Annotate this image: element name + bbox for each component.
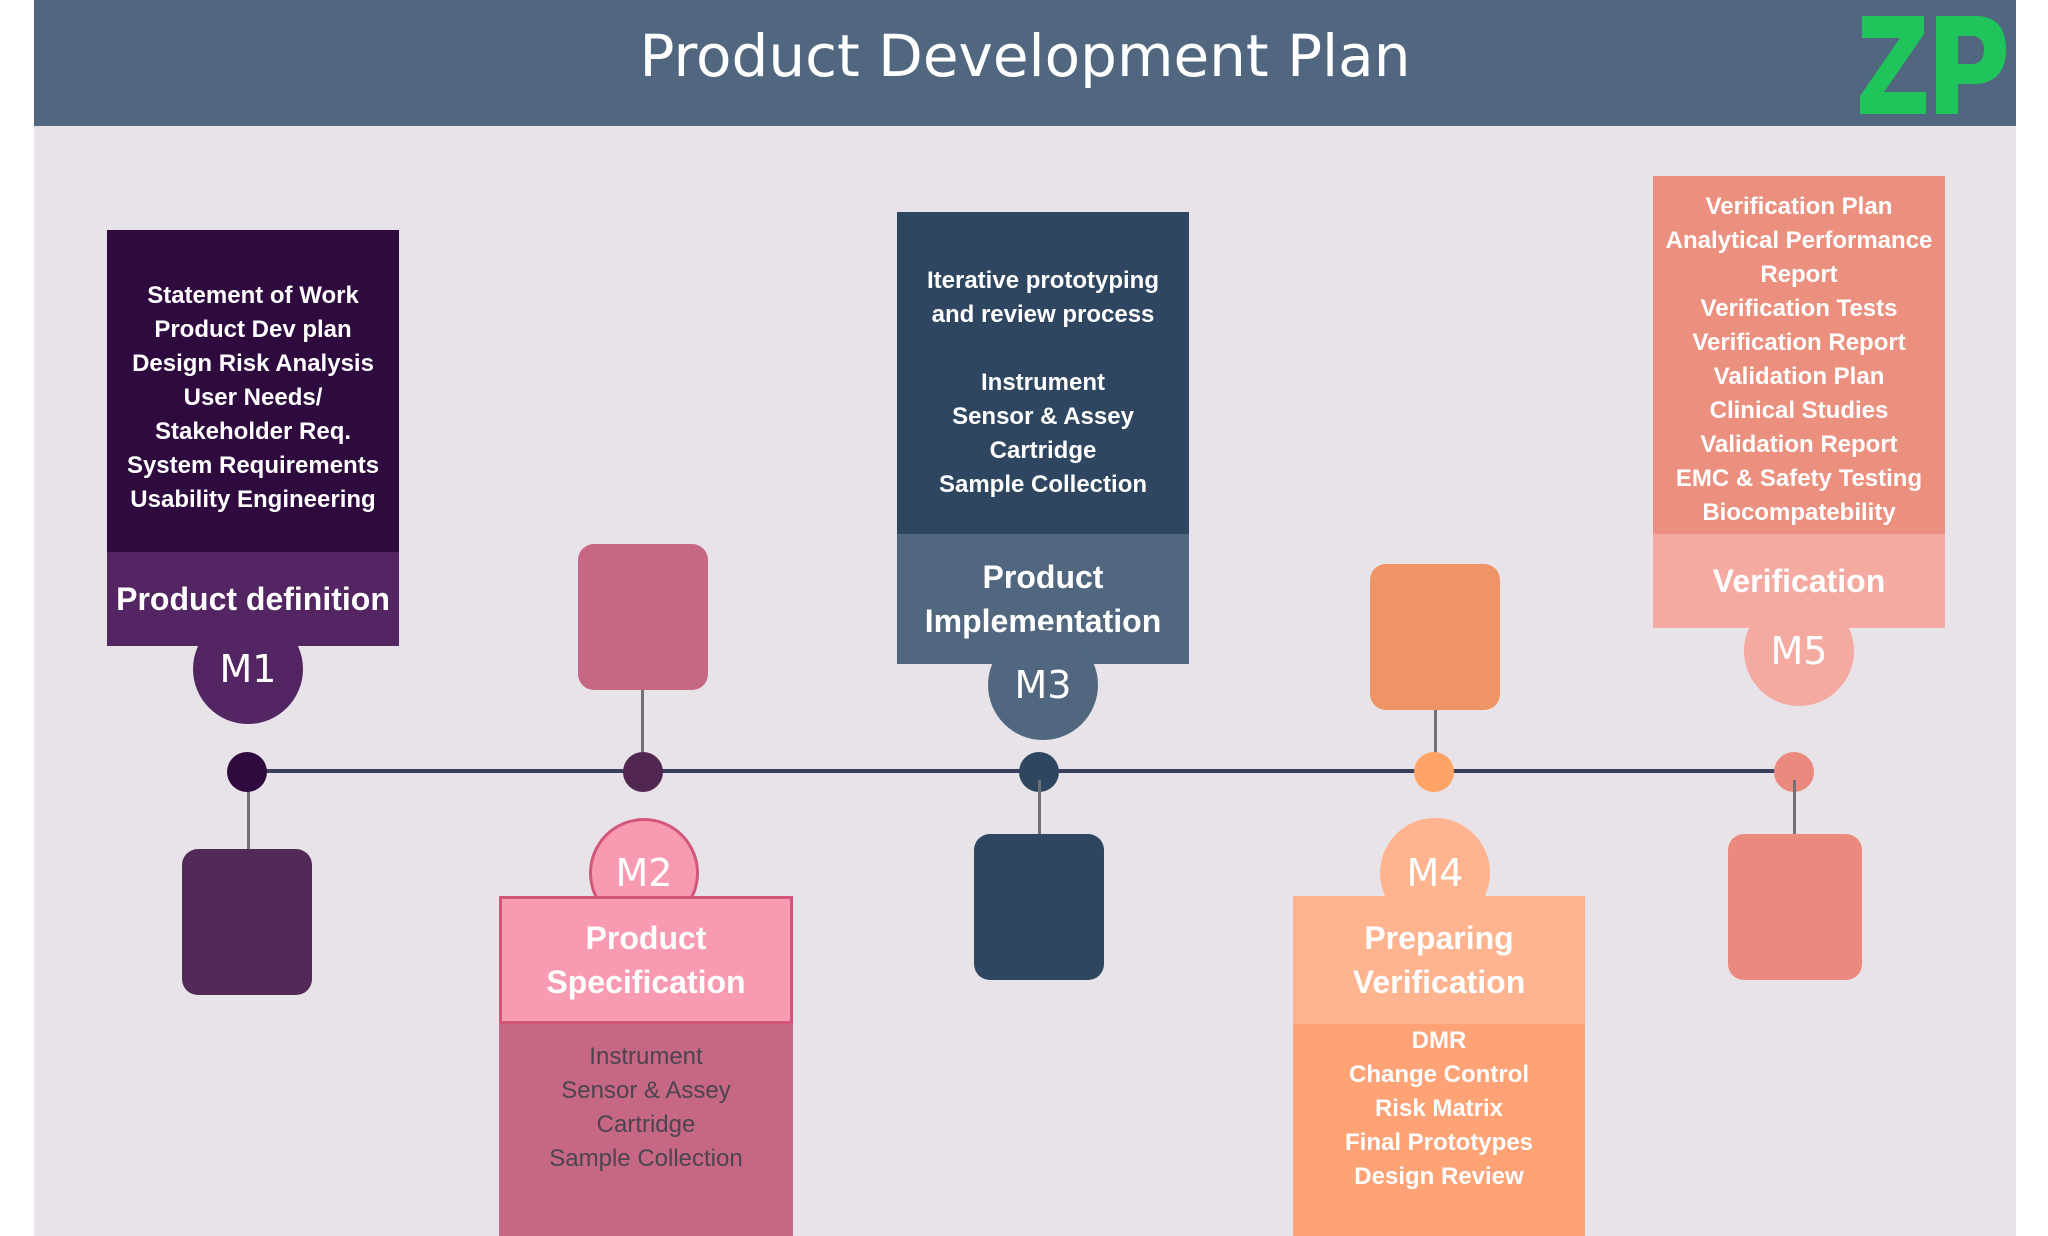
phase-title-line: Product — [585, 920, 707, 956]
phase-item: Change Control — [1349, 1061, 1529, 1088]
diagram-canvas: Product Development Plan Statement of Wo… — [34, 0, 2016, 1236]
page-title: Product Development Plan — [639, 22, 1411, 90]
connector-m3 — [1038, 780, 1041, 836]
milestone-tile-m2 — [578, 544, 708, 690]
phase-title-line: Preparing — [1364, 920, 1514, 956]
phase-item: Analytical Performance — [1665, 227, 1933, 254]
phase-title-line: Product — [982, 559, 1104, 595]
phase-title-line: Specification — [546, 964, 746, 1000]
phase-item: Statement of Work — [147, 282, 359, 309]
timeline-dot-m4 — [1414, 752, 1454, 792]
phase-item: Sensor & Assey — [952, 403, 1134, 430]
phase-item: Biocompatebility — [1702, 499, 1896, 526]
phase-item: Validation Report — [1700, 431, 1898, 458]
milestone-tile-m1 — [182, 849, 312, 995]
phase-item: Cartridge — [596, 1111, 696, 1138]
connector-m4 — [1434, 710, 1437, 762]
phase-item: System Requirements — [126, 452, 380, 479]
phase-title-line: Verification — [1352, 964, 1526, 1000]
phase-item: Verification Plan — [1705, 193, 1893, 220]
phase-item: EMC & Safety Testing — [1675, 465, 1923, 492]
phase-item: Product Dev plan — [154, 316, 352, 343]
phase-item: DMR — [1411, 1027, 1467, 1054]
phase-item: User Needs/ — [183, 384, 323, 411]
phase-item: Validation Plan — [1713, 363, 1885, 390]
phase-item: Final Prototypes — [1344, 1129, 1534, 1156]
phase-item: Sensor & Assey — [561, 1077, 731, 1104]
milestone-badge-m5: M5 — [1744, 596, 1854, 706]
phase-item: Sample Collection — [938, 471, 1148, 498]
milestone-tile-m4 — [1370, 564, 1500, 710]
connector-m5 — [1793, 780, 1796, 836]
phase-item: Design Risk Analysis — [132, 350, 374, 377]
phase-item: Cartridge — [989, 437, 1097, 464]
milestone-tile-m5 — [1728, 834, 1862, 980]
phase-item: Clinical Studies — [1709, 397, 1889, 424]
phase-title-line: Product definition — [116, 581, 390, 617]
timeline-dot-m1 — [227, 752, 267, 792]
phase-item: Report — [1760, 261, 1838, 288]
phase-item: Verification Report — [1692, 329, 1906, 356]
phase-item: Risk Matrix — [1374, 1095, 1504, 1122]
milestone-tile-m3 — [974, 834, 1104, 980]
phase-item: Iterative prototyping — [926, 267, 1160, 294]
phase-item: Design Review — [1354, 1163, 1524, 1190]
connector-m2 — [641, 690, 644, 762]
phase-item — [1040, 332, 1047, 366]
phase-item: Verification Tests — [1700, 295, 1898, 322]
phase-title-line: Verification — [1712, 563, 1886, 599]
phase-item: Instrument — [589, 1043, 703, 1070]
phase-item: Stakeholder Req. — [154, 418, 352, 445]
zp-logo-icon — [1860, 16, 2006, 114]
phase-item: and review process — [931, 301, 1155, 328]
milestone-badge-m3: M3 — [988, 630, 1098, 740]
timeline-dot-m2 — [623, 752, 663, 792]
phase-item: Usability Engineering — [130, 486, 376, 513]
phase-item: Sample Collection — [549, 1145, 743, 1172]
milestone-badge-m1: M1 — [193, 614, 303, 724]
header-bar: Product Development Plan — [34, 0, 2016, 126]
connector-m1 — [247, 780, 250, 850]
phase-item: Instrument — [980, 369, 1105, 396]
